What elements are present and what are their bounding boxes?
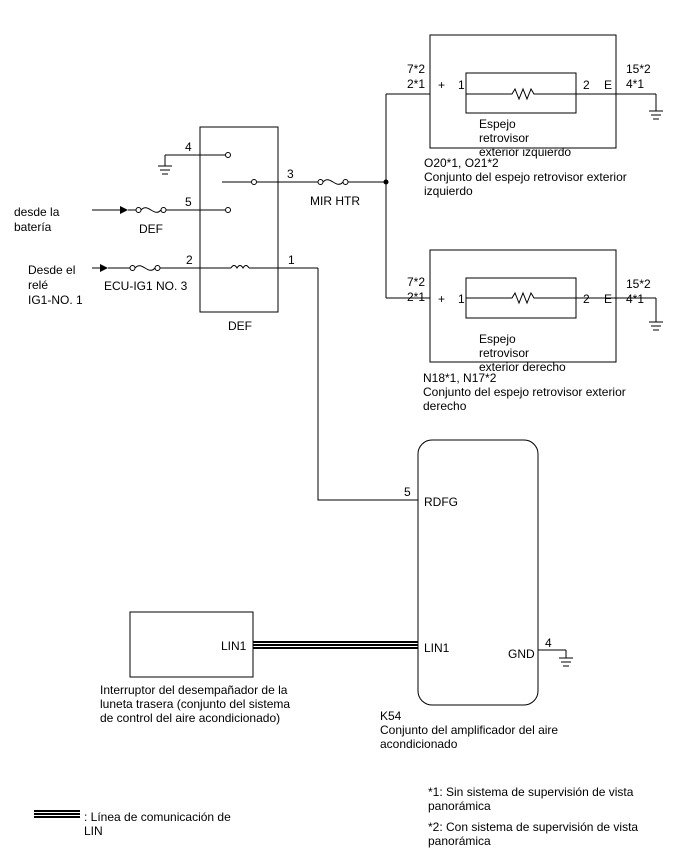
amp-pin-5: 5: [404, 485, 411, 499]
right-element-line1: Espejo: [479, 332, 516, 346]
legend: : Línea de comunicación de LIN: [34, 810, 231, 838]
left-mirror-code: O20*1, O21*2: [424, 156, 499, 170]
relay-pin-3: 3: [287, 167, 294, 181]
amp-desc-line2: acondicionado: [380, 737, 458, 751]
ecu-ig1-fuse-icon: [134, 265, 156, 271]
right-plus-sign: +: [438, 292, 445, 306]
switch-desc-line1: Interruptor del desempañador de la: [100, 683, 288, 697]
legend-line2: LIN: [84, 824, 103, 838]
ig1-label-line2: relé: [28, 278, 48, 292]
note-1-line1: *1: Sin sistema de supervisión de vista: [428, 785, 634, 799]
note-1-line2: panorámica: [428, 799, 491, 813]
left-element-line3: exterior izquierdo: [479, 145, 571, 159]
relay-pin-5: 5: [185, 195, 192, 209]
ground-symbol-right-mirror: [649, 321, 663, 331]
amp-pin-4: 4: [545, 636, 552, 650]
left-element-line1: Espejo: [479, 117, 516, 131]
left-element-line2: retrovisor: [479, 131, 529, 145]
def-relay-label: DEF: [228, 319, 252, 333]
battery-feed: desde la batería DEF: [14, 205, 225, 236]
left-pin-1: 1: [458, 78, 465, 92]
ig1-feed: Desde el relé IG1-NO. 1 ECU-IG1 NO. 3: [28, 263, 188, 307]
rear-defogger-switch: LIN1 Interruptor del desempañador de la …: [100, 611, 290, 725]
battery-label-line1: desde la: [14, 205, 60, 219]
left-pin-2: 2: [583, 78, 590, 92]
right-pin-e: E: [604, 292, 612, 306]
right-mirror-desc-line1: Conjunto del espejo retrovisor exterior: [423, 385, 626, 399]
right-mirror-assembly: 7*2 2*1 + 1 2 E 15*2 4*1 Espejo retrovis…: [407, 249, 663, 413]
rdfg-wire: [317, 268, 418, 501]
note-2-line1: *2: Con sistema de supervisión de vista: [428, 820, 638, 834]
switch-lin1-label: LIN1: [221, 639, 247, 653]
right-pin-right: 4*1: [626, 292, 644, 306]
relay-pin-2: 2: [186, 253, 193, 267]
mir-htr-fuse-label: MIR HTR: [310, 194, 360, 208]
def-fuse-icon: [140, 207, 162, 213]
right-pin-1: 1: [458, 292, 465, 306]
rear-defogger-switch-box: [129, 611, 254, 678]
right-pin-right-alt: 15*2: [626, 277, 651, 291]
ig1-arrow-icon: [100, 264, 108, 272]
battery-arrow-icon: [120, 206, 128, 214]
right-pin-top: 2*1: [407, 290, 425, 304]
amp-gnd-label: GND: [508, 647, 535, 661]
left-pin-top-alt: 7*2: [407, 62, 425, 76]
right-mirror-code: N18*1, N17*2: [423, 371, 497, 385]
left-mirror-desc-line1: Conjunto del espejo retrovisor exterior: [424, 170, 627, 184]
ecu-ig1-fuse-label: ECU-IG1 NO. 3: [104, 279, 188, 293]
ground-symbol-left-mirror: [649, 110, 663, 120]
relay-coil: [230, 265, 250, 269]
def-relay: DEF 4 3 5 2 1: [158, 126, 318, 333]
relay-pin-1: 1: [288, 253, 295, 267]
left-pin-e: E: [604, 78, 612, 92]
right-element-line3: exterior derecho: [479, 360, 566, 374]
battery-label-line2: batería: [14, 220, 52, 234]
relay-pin-4: 4: [185, 140, 192, 154]
amp-code: K54: [380, 709, 402, 723]
ac-amplifier-box: [417, 439, 539, 706]
left-heater-resistor-icon: [466, 87, 576, 101]
def-fuse-label: DEF: [139, 222, 163, 236]
left-pin-top: 2*1: [407, 77, 425, 91]
right-heater-resistor-icon: [466, 291, 576, 305]
right-pin-2: 2: [583, 292, 590, 306]
ground-symbol-amplifier: [559, 657, 573, 667]
ig1-label-line3: IG1-NO. 1: [28, 293, 83, 307]
amp-lin1-label: LIN1: [424, 641, 450, 655]
right-mirror-desc-line2: derecho: [423, 399, 467, 413]
lin-bus: [253, 641, 418, 649]
mir-htr-fuse-icon: [322, 179, 344, 185]
relay-contact-5: [225, 207, 231, 213]
note-2-line2: panorámica: [428, 834, 491, 848]
right-element-line2: retrovisor: [479, 346, 529, 360]
footnotes: *1: Sin sistema de supervisión de vista …: [428, 785, 638, 848]
legend-line1: : Línea de comunicación de: [84, 810, 231, 824]
left-pin-right-alt: 15*2: [626, 62, 651, 76]
ac-amplifier-assembly: 5 RDFG LIN1 GND 4 K54 Conjunto del ampli…: [380, 439, 573, 751]
amp-desc-line1: Conjunto del amplificador del aire: [380, 723, 558, 737]
left-pin-right: 4*1: [626, 77, 644, 91]
relay-contact-4: [225, 152, 231, 158]
left-plus-sign: +: [438, 78, 445, 92]
left-mirror-desc-line2: izquierdo: [424, 184, 473, 198]
def-relay-box: [199, 126, 279, 313]
right-pin-top-alt: 7*2: [407, 275, 425, 289]
left-mirror-assembly: 7*2 2*1 + 1 2 E 15*2 4*1 Espejo retrovis…: [407, 34, 663, 198]
amp-rdfg-label: RDFG: [424, 495, 458, 509]
ground-symbol-relay: [158, 165, 172, 175]
switch-desc-line3: de control del aire acondicionado): [100, 711, 280, 725]
switch-desc-line2: luneta trasera (conjunto del sistema: [100, 697, 290, 711]
ig1-label-line1: Desde el: [28, 263, 75, 277]
